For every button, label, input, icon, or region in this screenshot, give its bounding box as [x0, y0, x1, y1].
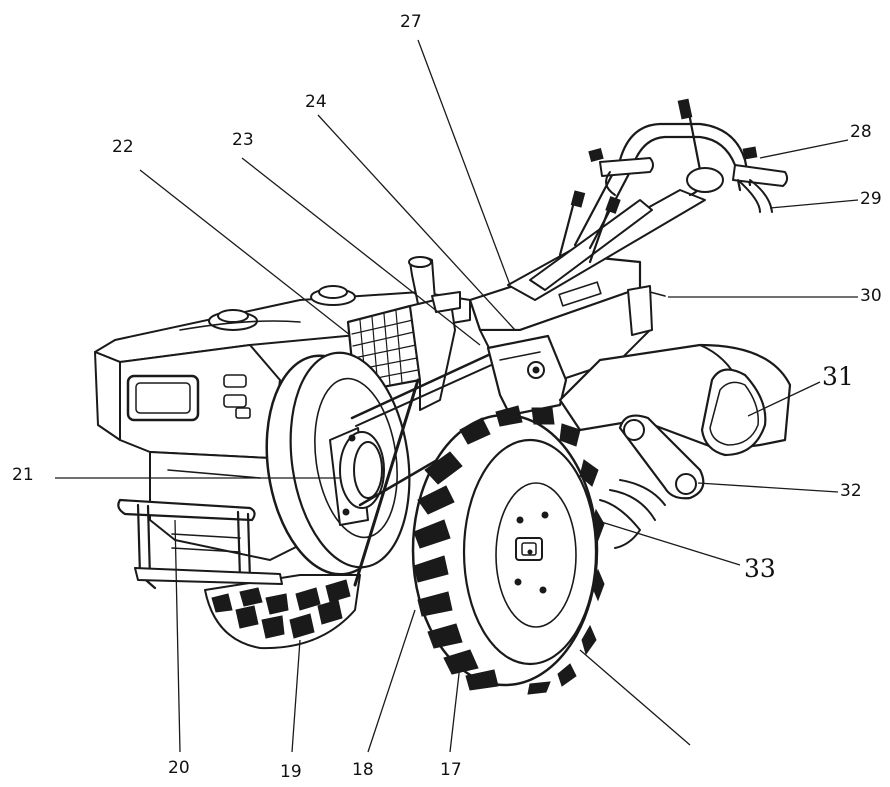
callout-22: 22	[112, 137, 134, 157]
callout-21: 21	[12, 465, 34, 485]
rotary-tiller	[558, 285, 792, 549]
callout-24: 24	[305, 92, 327, 112]
left-wheel	[204, 574, 361, 650]
engine-body	[94, 285, 471, 561]
callout-28: 29	[860, 189, 882, 209]
callout-20: 20	[168, 758, 190, 778]
callout-31: 32	[840, 481, 862, 501]
callout-17: 17	[440, 760, 462, 780]
callout-18: 18	[352, 760, 374, 780]
callout-23: 23	[232, 130, 254, 150]
handlebar-assembly	[507, 98, 789, 301]
callout-32: 33	[744, 554, 776, 583]
callout-29: 30	[860, 286, 882, 306]
callout-26: 27	[400, 12, 422, 32]
main-wheel	[411, 405, 605, 695]
transmission-frame	[468, 256, 651, 417]
exhaust-pipe	[408, 256, 461, 313]
leader-lines	[55, 39, 859, 753]
callout-27: 28	[850, 122, 872, 142]
callout-19: 19	[280, 762, 302, 782]
callout-30: 31	[822, 362, 854, 391]
front-bumper	[117, 498, 283, 590]
